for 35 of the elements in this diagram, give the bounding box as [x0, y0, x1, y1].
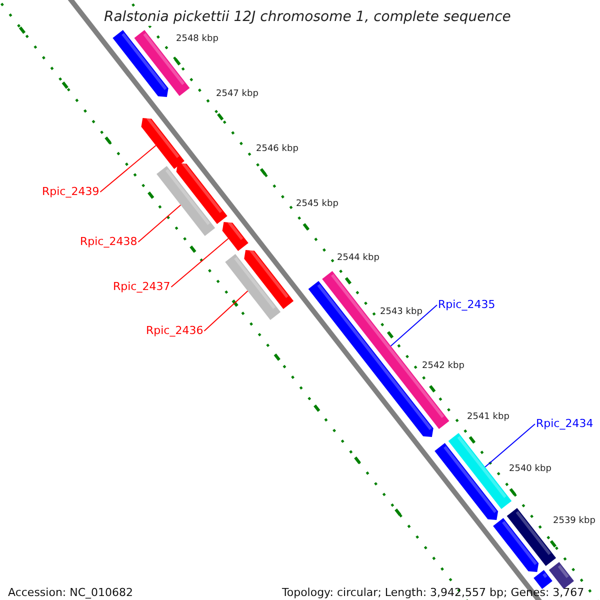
gene-bar — [493, 518, 539, 572]
gene-bar — [534, 570, 552, 589]
gene-bar — [434, 443, 498, 520]
gene-label: Rpic_2434 — [536, 418, 594, 430]
gene-bar — [222, 220, 248, 251]
leader-line — [390, 304, 438, 346]
leader-line — [204, 290, 248, 332]
gene-bar — [244, 248, 294, 309]
gene-bar — [548, 562, 574, 589]
topology-text: Topology: circular; Length: 3,942,557 bp; Genes: 3,767 — [282, 587, 584, 600]
gene-label: Rpic_2438 — [80, 236, 138, 248]
scale-label: 2541 kbp — [467, 413, 510, 423]
gene-label: Rpic_2439 — [42, 186, 100, 198]
accession-text: Accession: NC_010682 — [8, 587, 134, 600]
scale-label: 2544 kbp — [337, 254, 380, 264]
scale-label: 2540 kbp — [509, 465, 552, 475]
gene-label: Rpic_2435 — [438, 299, 496, 312]
gene-bar — [176, 162, 228, 224]
scale-label: 2539 kbp — [553, 517, 596, 527]
scale-label: 2543 kbp — [380, 308, 422, 318]
leader-line — [100, 145, 156, 193]
scale-label: 2542 kbp — [422, 362, 464, 372]
scale-label: 2548 kbp — [176, 35, 218, 45]
gene-bar — [156, 166, 216, 236]
leader-line — [138, 204, 182, 243]
gene-bar — [112, 30, 168, 97]
leader-line — [170, 238, 229, 288]
gene-bar — [225, 254, 281, 320]
scale-label: 2545 kbp — [296, 200, 338, 210]
gene-label: Rpic_2436 — [146, 325, 204, 338]
gene-bar — [141, 116, 184, 169]
scale-label: 2546 kbp — [256, 145, 298, 155]
scale-label: 2547 kbp — [216, 90, 258, 100]
leader-line — [484, 424, 536, 468]
gene-label: Rpic_2437 — [113, 281, 170, 294]
